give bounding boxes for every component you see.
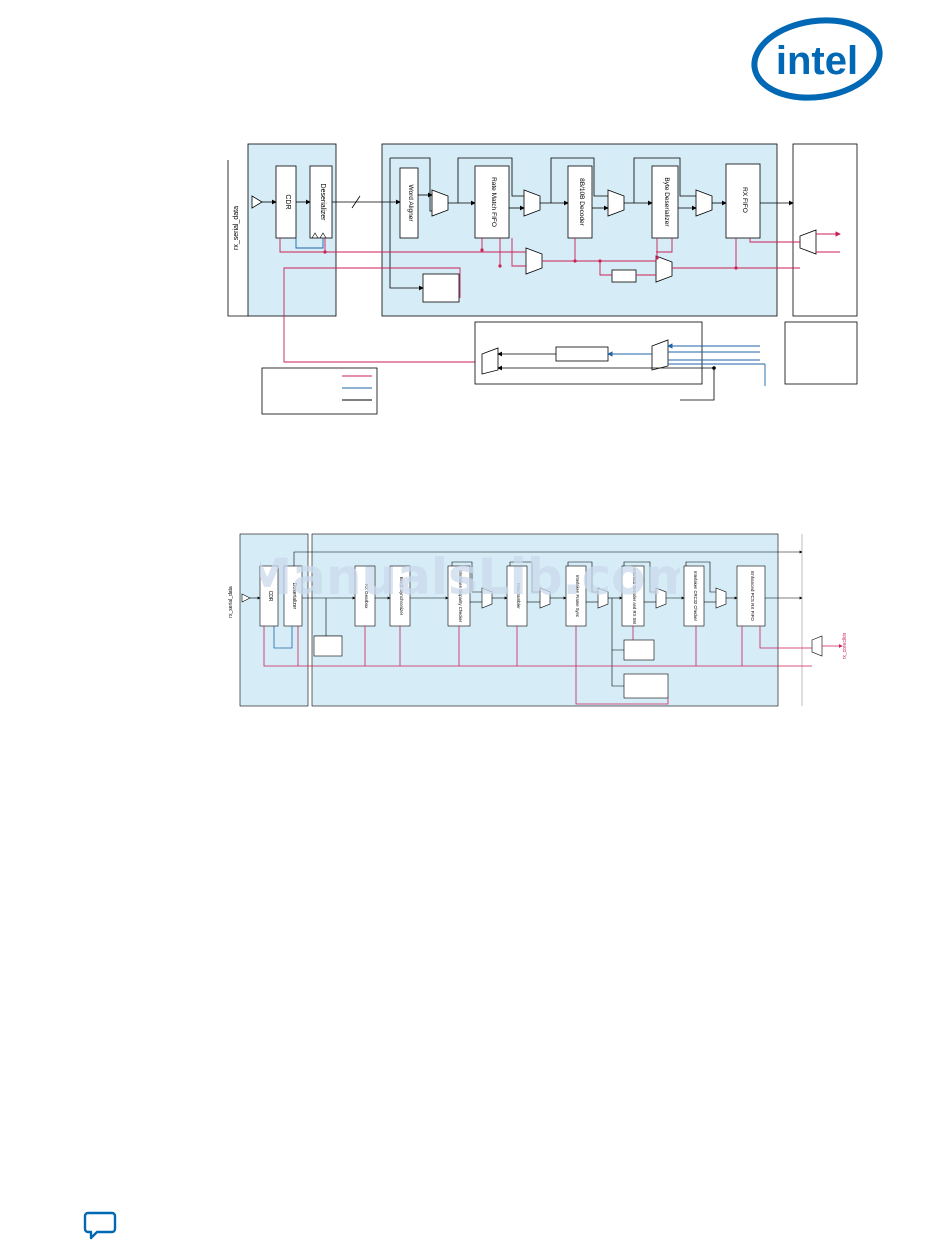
frame-sync-label: Interlaken Frame Sync [575, 575, 580, 617]
deserializer-label: Deserializer [291, 583, 297, 610]
cdr-label: CDR [267, 591, 273, 602]
block-sync-label: Block Synchronizer [399, 577, 404, 616]
cdr-label: CDR [284, 194, 291, 209]
rx-fifo-block [725, 163, 761, 239]
descrambler-label: Descrambler [516, 583, 521, 609]
mux-icon [539, 587, 551, 609]
intel-logo: intel [751, 17, 883, 101]
mux-icon [481, 587, 493, 609]
mux-icon [811, 635, 823, 657]
enhanced-pcs-rx-fifo-block [736, 565, 766, 627]
deserializer-block [283, 565, 303, 627]
crc-checker-label: Interlaken CRC32 Checker [693, 571, 698, 622]
mux-icon [715, 587, 727, 609]
rate-match-fifo-block [474, 165, 510, 239]
intel-logo-text: intel [776, 39, 858, 83]
watermark: ManualsLib.com [260, 548, 680, 606]
rx-fifo-label: RX FIFO [741, 187, 748, 213]
mux-icon [655, 587, 667, 609]
8b10b-decoder-block [567, 165, 593, 239]
mux-icon [525, 247, 543, 275]
feedback-icon[interactable] [83, 1209, 117, 1243]
input-buffer-icon [241, 593, 251, 603]
mux-icon [799, 229, 817, 255]
cdr-block [259, 565, 279, 627]
watermark-text: ManualsLib.com [260, 548, 680, 606]
divider-block [555, 346, 609, 362]
decoder-control-block [623, 639, 655, 661]
figure-enhanced-pcs-rx: rx_serial_data CDR Deserializer RX Gearb… [228, 533, 848, 707]
rx-coreclkin-label: rx_coreclkin [842, 632, 848, 659]
fifo-label: Enhanced PCS RX FIFO [750, 571, 755, 621]
decoder-label: 8B/10B Decoder [578, 178, 585, 227]
mux-icon [431, 189, 449, 217]
byte-deserializer-label: Byte Deserializer [663, 177, 670, 227]
gearbox-label: RX Gearbox [364, 584, 369, 610]
deserializer-label: Deserializer [319, 184, 326, 222]
fabric-panel [792, 143, 858, 317]
figure-standard-pcs-rx: rx_serial_data CDR Deserializer Word Ali… [227, 143, 858, 415]
rx-serial-data-label: rx_serial_data [233, 206, 240, 250]
word-aligner-block [399, 167, 419, 239]
rx-serial-data-label: rx_serial_data [228, 586, 234, 618]
disparity-checker-label: Interlaken Disparity Checker [458, 570, 463, 623]
crc-checker-block [683, 565, 705, 627]
legend-box [261, 367, 378, 415]
word-aligner-label: Word Aligner [407, 184, 414, 222]
fabric-lower-panel [784, 321, 858, 385]
mux-icon [597, 587, 609, 609]
byte-deserializer-block [651, 165, 679, 239]
mux-icon [651, 339, 669, 371]
decoder-label: 64B/66B Decoder and RX SM [632, 568, 637, 624]
controller-block [313, 635, 343, 657]
mux-icon [655, 255, 673, 283]
rate-match-fifo-label: Rate Match FIFO [490, 177, 497, 227]
divider-block [611, 269, 637, 283]
controller-block [422, 273, 460, 303]
frame-control-block [623, 673, 669, 699]
input-buffer-icon [251, 195, 263, 209]
